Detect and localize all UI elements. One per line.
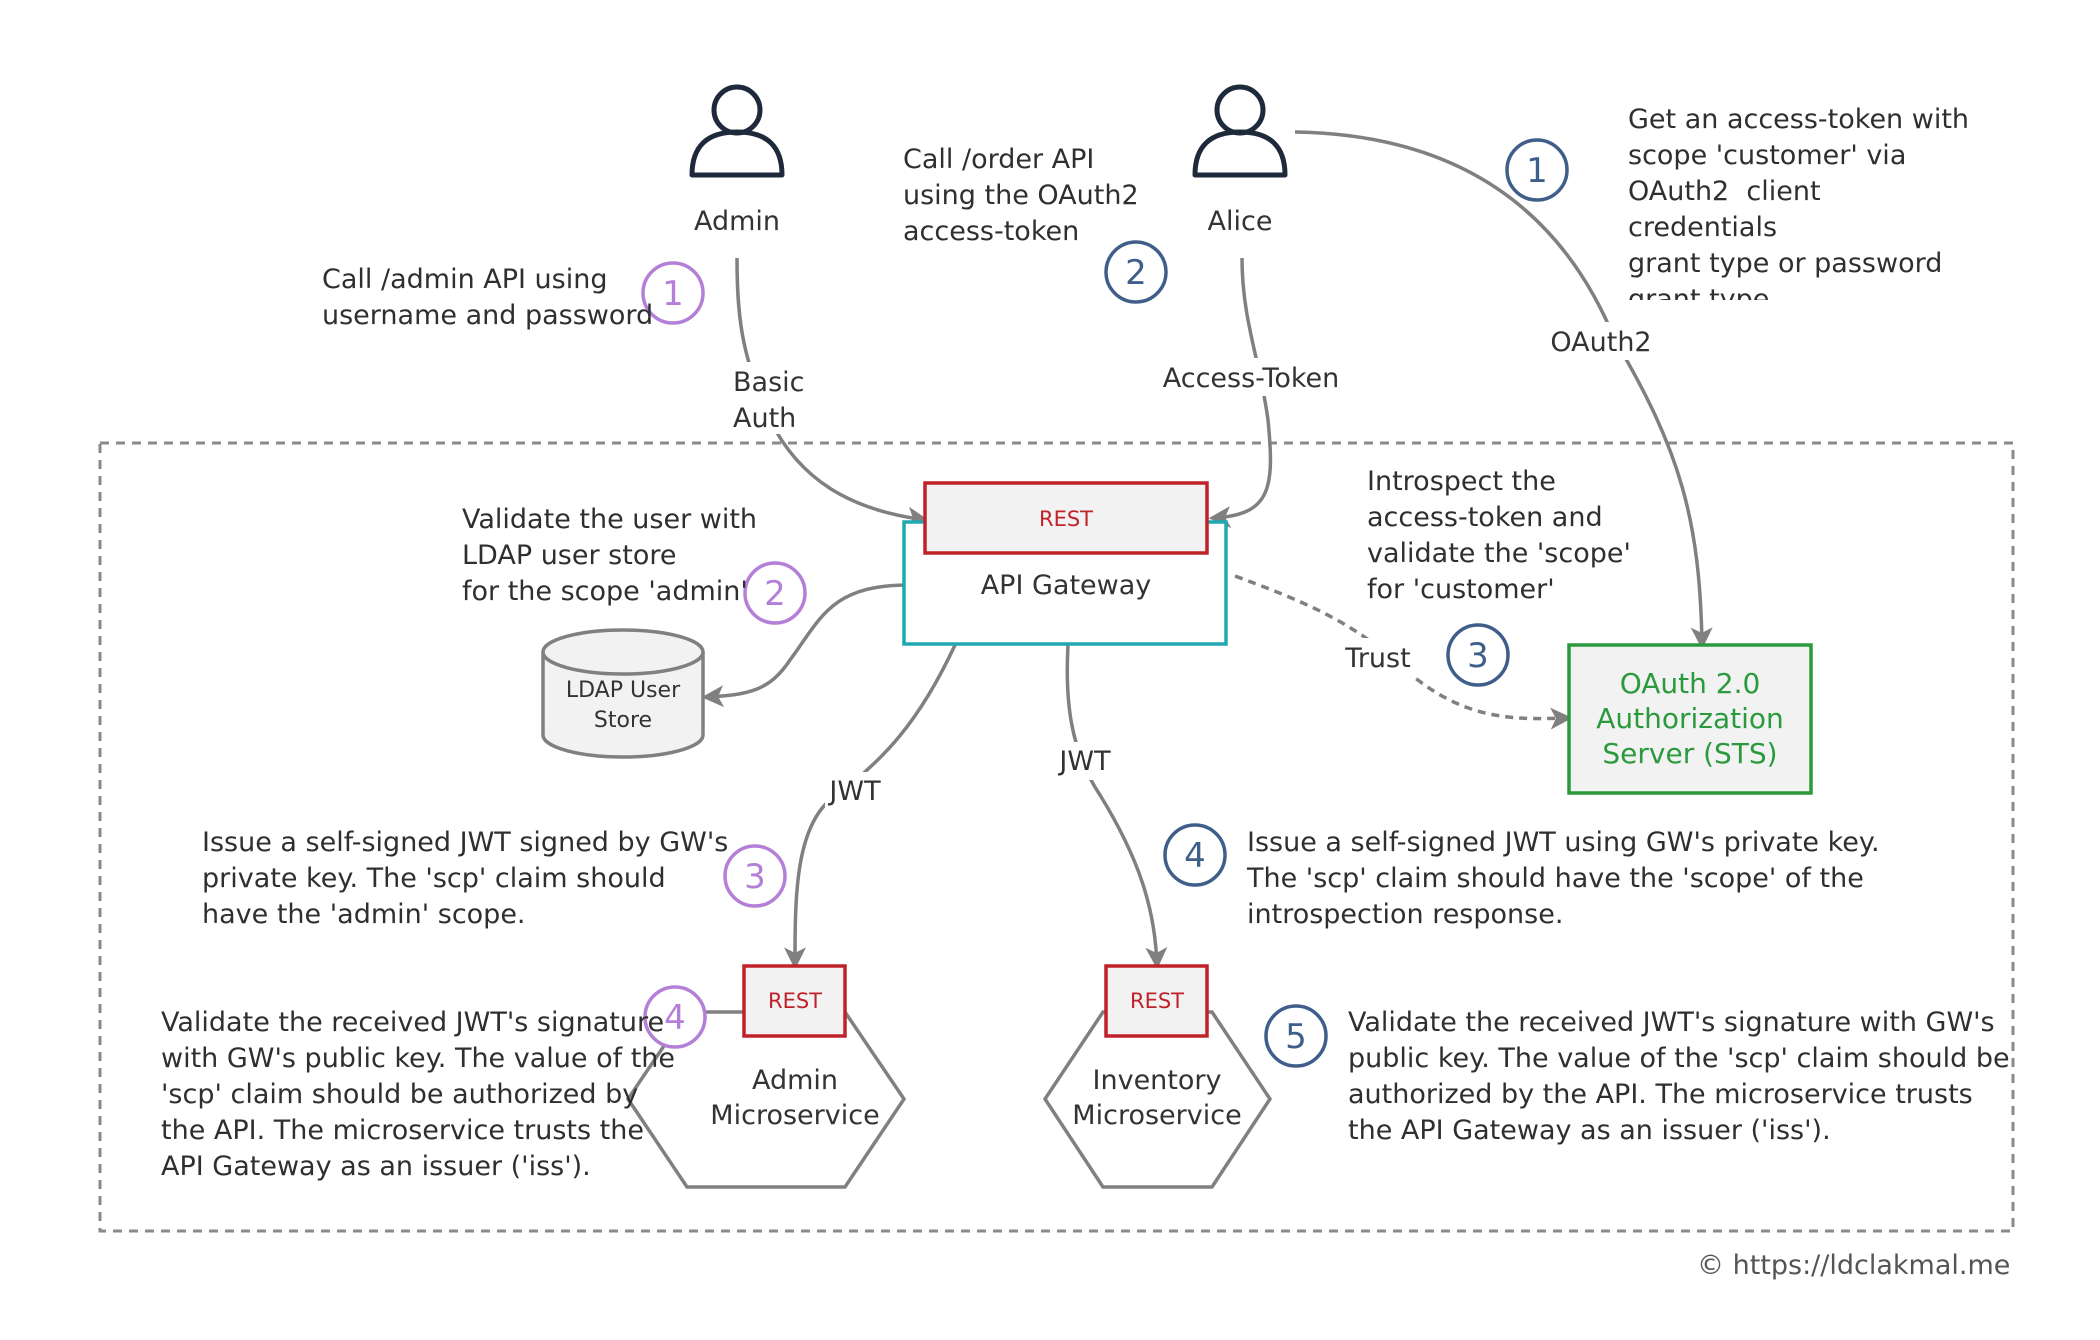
customer-step-4-badge (1163, 823, 1227, 887)
ldap-label-1: LDAP User (566, 678, 681, 703)
sts-label-3: Server (STS) (1602, 737, 1777, 770)
admin-step-4-badge (643, 985, 707, 1049)
gateway-rest-label: REST (1039, 507, 1093, 531)
authorization-server: OAuth 2.0 Authorization Server (STS) (1567, 643, 1813, 795)
admin-ms-rest-endpoint (742, 964, 847, 1038)
gateway-rest-endpoint (923, 481, 1209, 555)
customer-step-4-number: 4 (1184, 836, 1206, 876)
customer-flow-badge-numbers: 1 2 3 4 5 (1125, 151, 1548, 1057)
admin-ms-label-2: Microservice (710, 1100, 879, 1131)
admin-step-3-text: Issue a self-signed JWT signed by GW's p… (202, 827, 729, 930)
ldap-label-2: Store (594, 708, 652, 733)
api-gateway: REST API Gateway (902, 481, 1228, 646)
customer-step-5-number: 5 (1285, 1017, 1307, 1057)
customer-step-3-number: 3 (1467, 636, 1489, 676)
customer-step-1-text: Get an access-token with scope 'customer… (1628, 104, 1970, 300)
basic-auth-label-2: Auth (733, 403, 796, 434)
inventory-ms-label-2: Microservice (1072, 1100, 1241, 1131)
admin-step-1-badge (641, 261, 705, 325)
sts-label-1: OAuth 2.0 (1620, 667, 1761, 700)
inventory-microservice: REST Inventory Microservice (1042, 964, 1273, 1189)
customer-step-5-badge (1264, 1004, 1328, 1068)
admin-step-3-number: 3 (744, 857, 766, 897)
trust-label: Trust (1344, 643, 1410, 674)
person-icon (1192, 84, 1288, 178)
sts-box (1567, 643, 1813, 795)
access-token-label: Access-Token (1163, 363, 1340, 394)
customer-step-4-text: Issue a self-signed JWT using GW's priva… (1247, 827, 1880, 930)
admin-ms-label-1: Admin (752, 1065, 838, 1096)
admin-actor: Admin (689, 84, 785, 237)
jwt-inventory-edge (1065, 644, 1168, 970)
customer-flow-badges (1104, 138, 1569, 1068)
customer-step-1-badge (1505, 138, 1569, 202)
admin-ms-rest-label: REST (768, 989, 822, 1013)
admin-flow-badge-numbers: 1 2 3 4 (662, 274, 786, 1038)
admin-label: Admin (694, 206, 780, 237)
sts-label-2: Authorization (1596, 702, 1784, 735)
admin-microservice: REST Admin Microservice (625, 964, 907, 1189)
hexagon-icon (1042, 1010, 1273, 1189)
admin-step-1-text: Call /admin API using username and passw… (322, 264, 654, 331)
inventory-ms-rest-label: REST (1130, 989, 1184, 1013)
access-token-edge (1208, 257, 1273, 529)
database-icon (541, 628, 705, 759)
customer-step-3-badge (1446, 623, 1510, 687)
admin-step-2-number: 2 (764, 574, 786, 614)
gateway-label: API Gateway (981, 570, 1152, 601)
jwt-inventory-label: JWT (1057, 746, 1111, 777)
admin-step-4-number: 4 (664, 998, 686, 1038)
ldap-edge (701, 583, 909, 708)
customer-step-5-text: Validate the received JWT's signature wi… (1348, 1007, 2010, 1146)
alice-actor: Alice (1192, 84, 1288, 237)
customer-step-3-text: Introspect the access-token and validate… (1367, 466, 1631, 605)
person-icon (689, 84, 785, 178)
customer-step-1-number: 1 (1526, 151, 1548, 191)
inventory-ms-label-1: Inventory (1093, 1065, 1222, 1096)
system-boundary (98, 441, 2015, 1233)
copyright-footer: © https://ldclakmal.me (1697, 1250, 2011, 1281)
basic-auth-label: Basic (733, 367, 804, 398)
customer-step-2-text: Call /order API using the OAuth2 access-… (903, 144, 1139, 247)
admin-flow-badges (641, 261, 807, 1049)
customer-step-2-number: 2 (1125, 253, 1147, 293)
jwt-admin-label: JWT (827, 776, 881, 807)
ldap-user-store: LDAP User Store (541, 628, 705, 759)
alice-label: Alice (1208, 206, 1273, 237)
customer-step-2-badge (1104, 240, 1168, 304)
oauth2-label: OAuth2 (1550, 327, 1651, 358)
inventory-ms-rest-endpoint (1104, 964, 1209, 1038)
admin-step-1-number: 1 (662, 274, 684, 314)
edge-labels: Basic Auth Access-Token OAuth2 Trust JWT… (725, 322, 1652, 810)
admin-step-4-text: Validate the received JWT's signature wi… (161, 1007, 676, 1182)
admin-step-3-badge (723, 844, 787, 908)
admin-step-2-badge (743, 561, 807, 625)
admin-step-2-text: Validate the user with LDAP user store f… (462, 504, 758, 607)
